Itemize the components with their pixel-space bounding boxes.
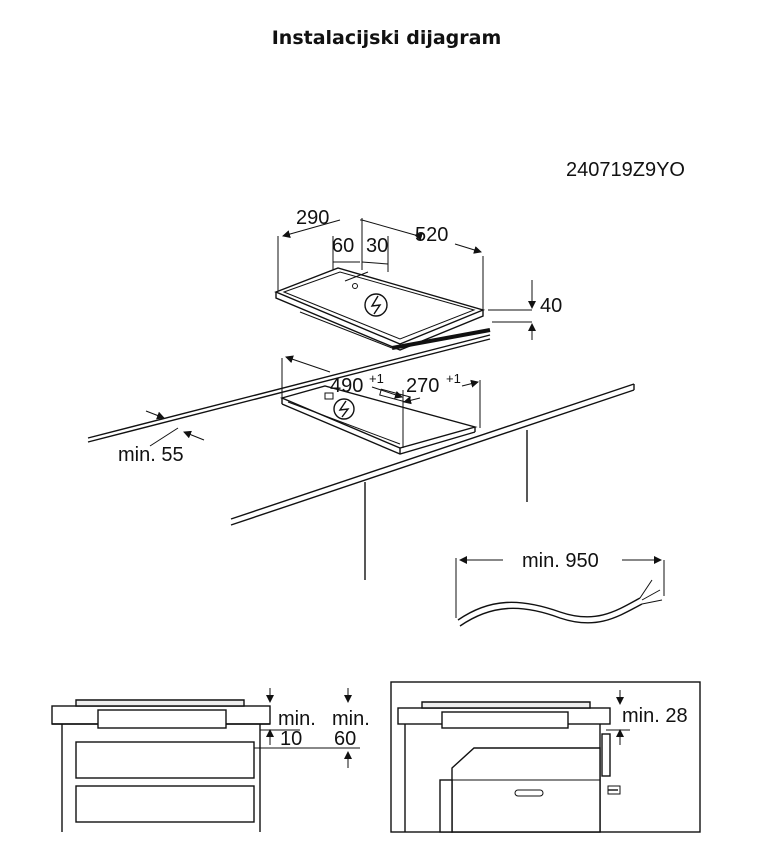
hob-offset-a-label: 60 [332, 235, 354, 257]
gap-value-1: 10 [280, 728, 302, 750]
cable-drawing: min. 950 [455, 550, 665, 627]
worktop-drawing: 490 +1 270 +1 min. 55 [87, 334, 635, 580]
hob-thickness-label: 40 [540, 295, 562, 317]
hob-drawing: 290 520 60 30 40 [274, 207, 562, 351]
gap-label-1: min. [278, 708, 316, 730]
cutout-width-tol: +1 [369, 371, 384, 386]
hob-width-label: 520 [415, 224, 448, 246]
hob-depth-label: 290 [296, 207, 329, 229]
cutout-width-label: 490 [330, 375, 363, 397]
cutout-depth-tol: +1 [446, 371, 461, 386]
gap-oven-label: min. 28 [622, 705, 688, 727]
page-title: Instalacijski dijagram [271, 27, 502, 49]
diagram-code: 240719Z9YO [566, 159, 685, 181]
gap-label-2: min. [332, 708, 370, 730]
min-edge-label: min. 55 [118, 444, 184, 466]
section-oven: min. 28 [390, 681, 701, 833]
gap-value-2: 60 [334, 728, 356, 750]
cable-length-label: min. 950 [522, 550, 599, 572]
section-drawers: min. 10 min. 60 [51, 688, 370, 832]
cutout-depth-label: 270 [406, 375, 439, 397]
hob-offset-b-label: 30 [366, 235, 388, 257]
